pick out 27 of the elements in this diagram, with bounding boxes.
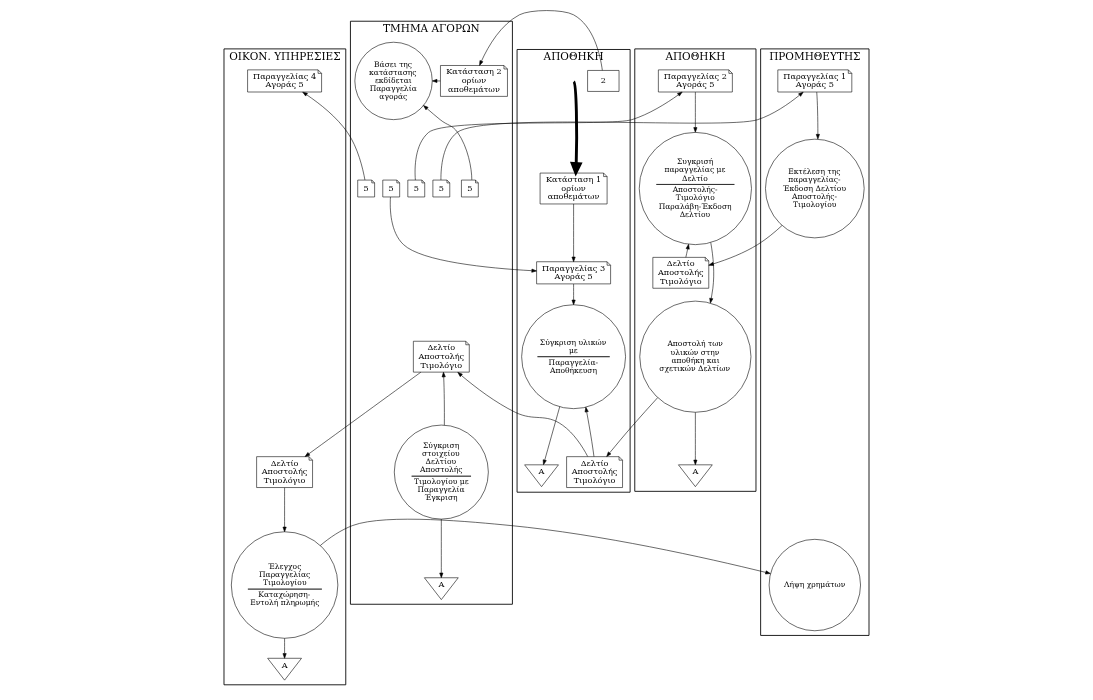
arrow bbox=[302, 91, 366, 181]
arrow bbox=[542, 406, 560, 465]
arrow bbox=[440, 91, 804, 181]
arrow bbox=[479, 10, 603, 71]
arrow bbox=[282, 638, 287, 659]
arrow bbox=[815, 91, 820, 140]
arrow bbox=[693, 91, 698, 133]
arrow bbox=[319, 518, 771, 575]
arrow bbox=[571, 283, 576, 306]
arrow bbox=[423, 105, 473, 181]
arrow bbox=[432, 79, 441, 83]
arrow bbox=[282, 487, 287, 533]
node-box: 2 bbox=[587, 70, 620, 92]
arrow bbox=[389, 196, 537, 273]
arrow bbox=[414, 91, 683, 181]
arrow bbox=[708, 225, 783, 266]
arrow bbox=[685, 244, 690, 258]
arrow bbox=[693, 412, 698, 466]
arrow bbox=[457, 372, 588, 457]
arrow bbox=[441, 371, 446, 426]
arrow bbox=[304, 371, 422, 457]
arrow bbox=[571, 203, 576, 262]
arrow bbox=[584, 406, 595, 457]
arrow bbox=[570, 81, 583, 177]
arrow bbox=[439, 518, 444, 578]
arrow bbox=[709, 242, 714, 304]
arrow bbox=[606, 397, 658, 457]
